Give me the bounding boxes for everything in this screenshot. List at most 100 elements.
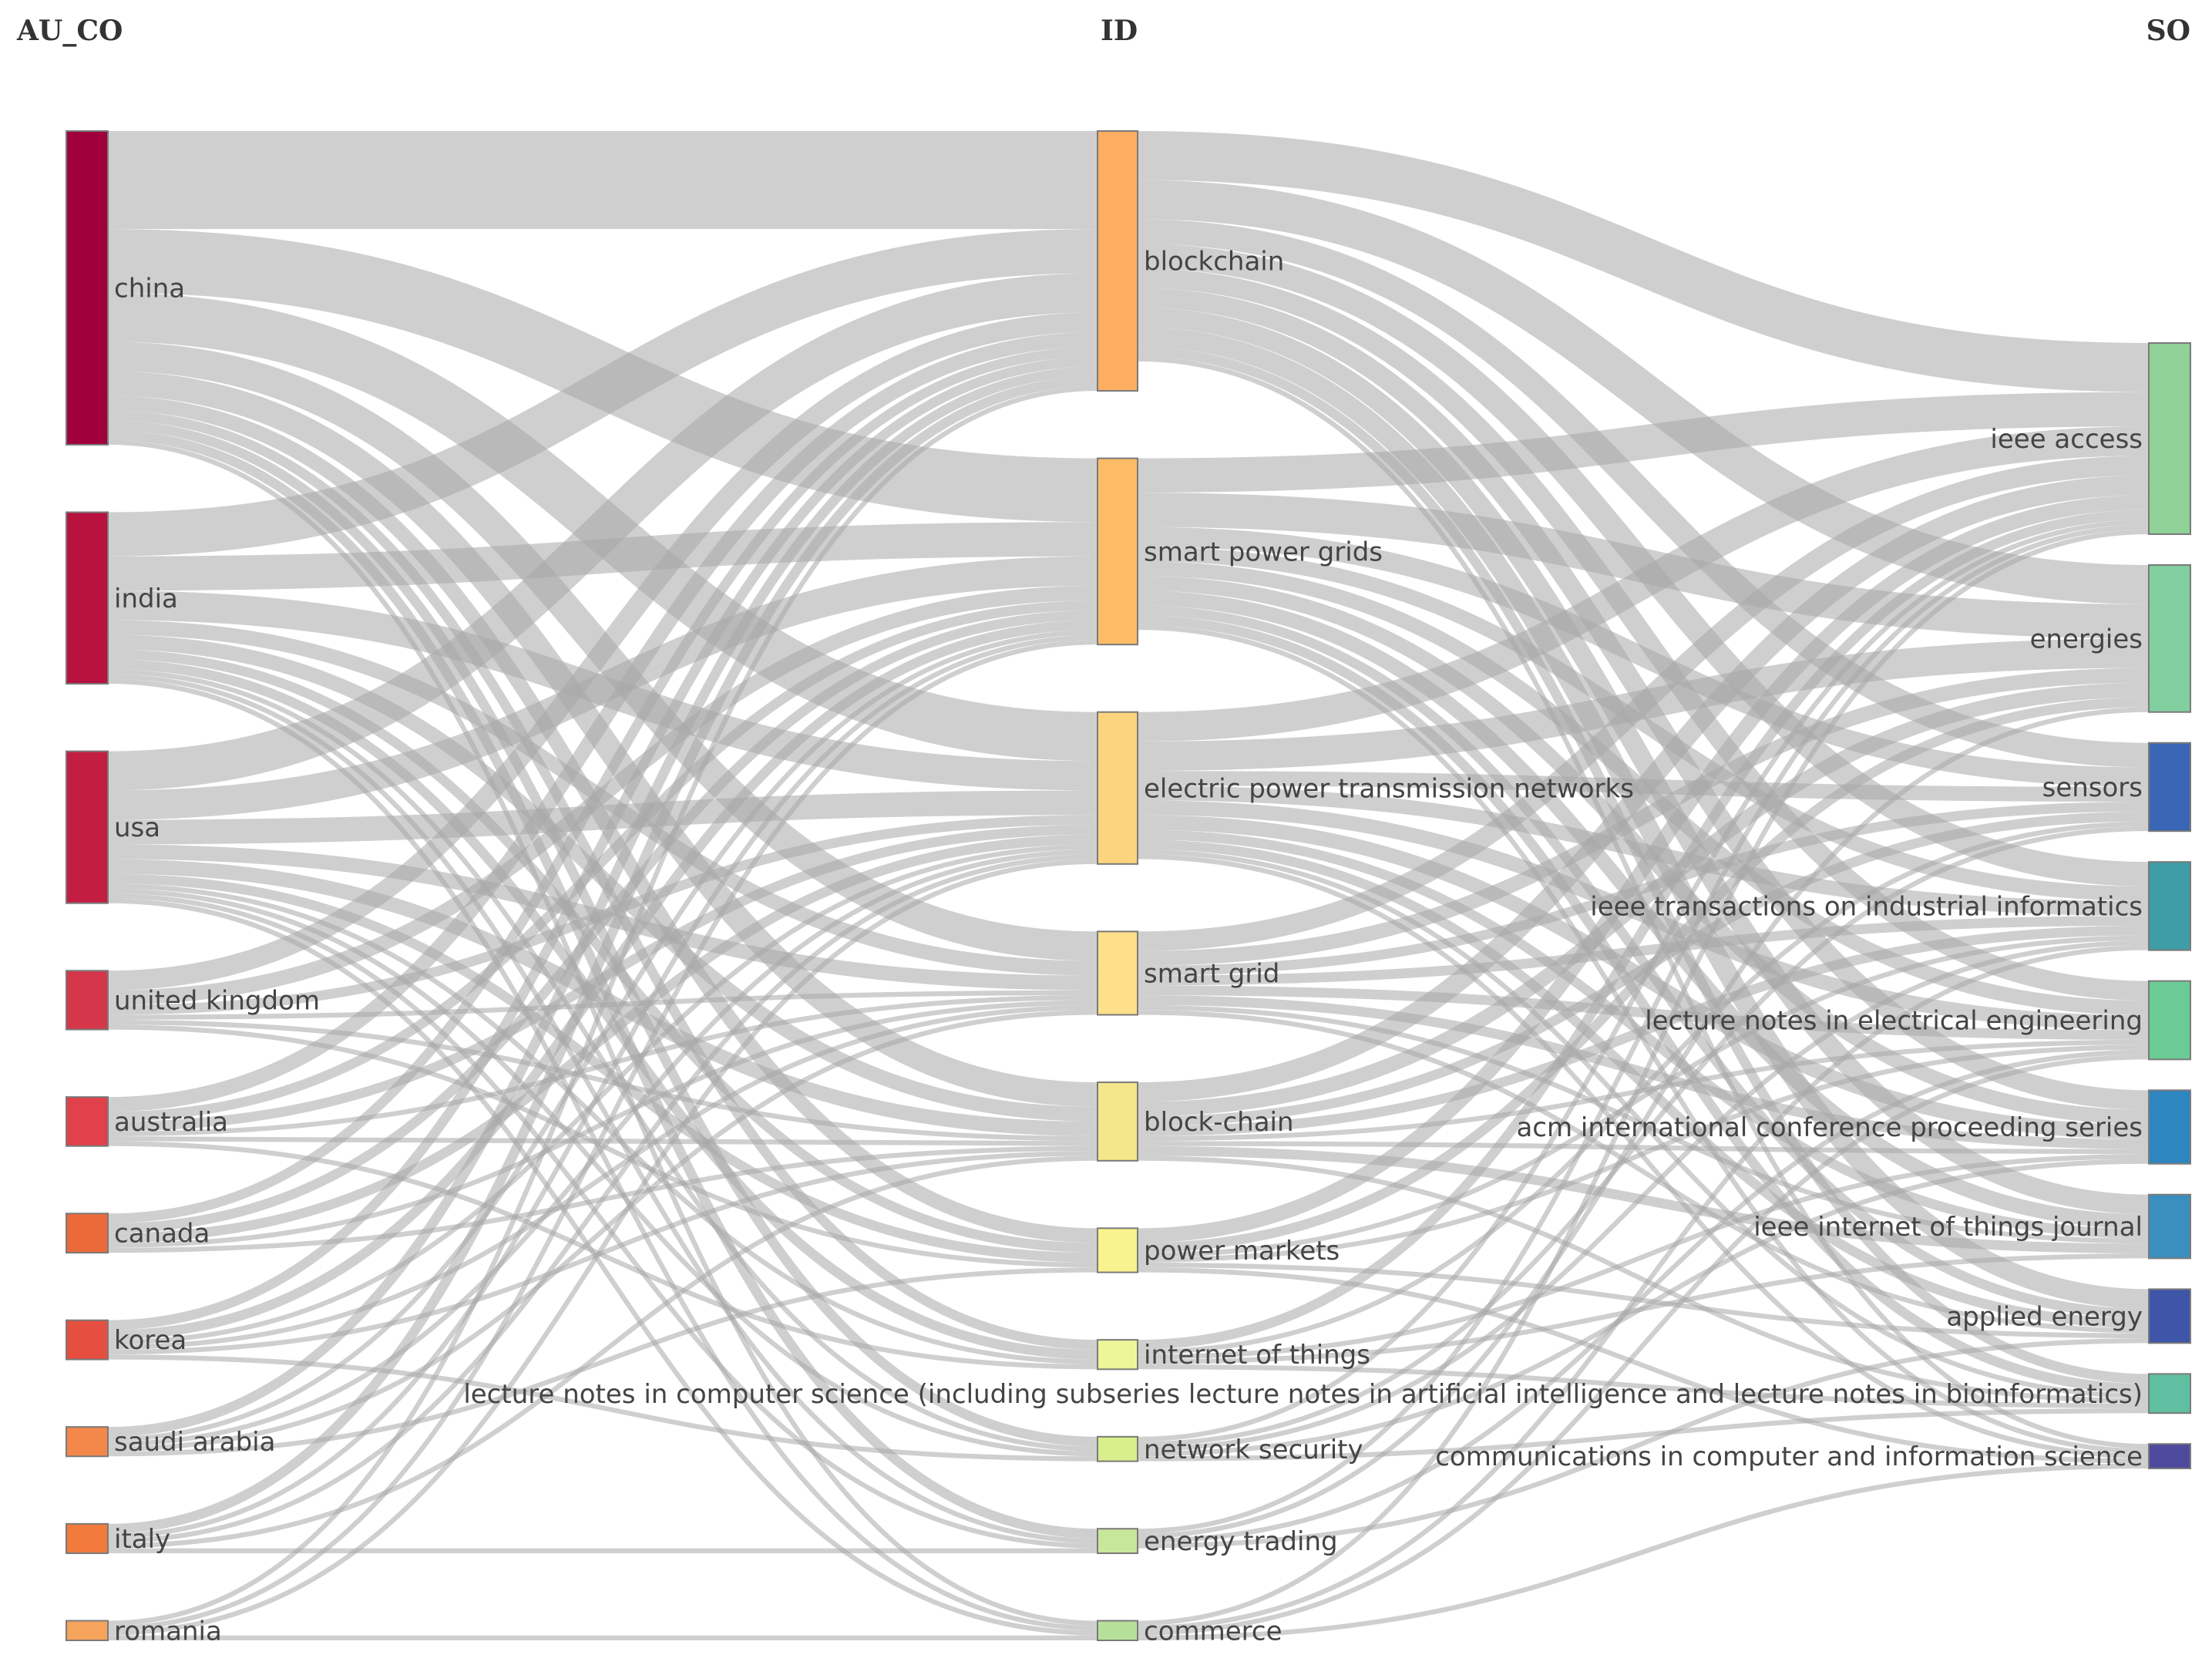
node-commerce[interactable] [1097, 1620, 1138, 1641]
link-australia-to-smart-grid [107, 995, 1098, 1137]
node-italy[interactable] [66, 1522, 109, 1555]
link-block-chain-to-acm-icps [1137, 1141, 2150, 1155]
link-smart-power-grids-to-ieee-access [1137, 392, 2150, 493]
node-sensors[interactable] [2148, 742, 2191, 833]
link-australia-to-blockchain [107, 331, 1098, 1112]
node-lncs[interactable] [2148, 1373, 2191, 1414]
link-italy-to-electric-power-transmission-networks [107, 854, 1098, 1544]
link-power-markets-to-energies [1137, 697, 2150, 1253]
link-network-security-to-ieee-access [1137, 519, 2150, 1442]
node-label-internet-of-things: internet of things [1144, 1340, 1370, 1371]
link-saudi-arabia-to-electric-power-transmission-networks [107, 849, 1098, 1447]
node-block-chain[interactable] [1097, 1081, 1138, 1162]
node-power-markets[interactable] [1097, 1227, 1138, 1273]
node-label-acm-icps: acm international conference proceeding … [1516, 1112, 2143, 1143]
link-internet-of-things-to-ieee-access [1137, 510, 2150, 1350]
link-network-security-to-lncs [1137, 1408, 2150, 1462]
column-title-au-co: AU_CO [16, 15, 123, 47]
node-label-saudi-arabia: saudi arabia [114, 1427, 275, 1458]
link-canada-to-smart-grid [107, 1000, 1098, 1248]
node-label-ieee-tii: ieee transactions on industrial informat… [1590, 891, 2143, 922]
node-ccis[interactable] [2148, 1443, 2191, 1470]
node-label-blockchain: blockchain [1144, 246, 1284, 277]
node-china[interactable] [66, 130, 109, 446]
node-australia[interactable] [66, 1096, 109, 1147]
node-canada[interactable] [66, 1213, 109, 1254]
column-title-id: ID [1101, 15, 1138, 47]
link-korea-to-block-chain [107, 1151, 1098, 1355]
link-saudi-arabia-to-smart-grid [107, 1010, 1098, 1451]
node-romania[interactable] [66, 1620, 109, 1641]
link-italy-to-block-chain [107, 1155, 1098, 1549]
node-label-korea: korea [114, 1325, 187, 1356]
link-power-markets-to-ccis [1137, 1267, 2150, 1464]
link-electric-power-transmission-networks-to-ieee-tii [1137, 785, 2150, 917]
node-label-block-chain: block-chain [1144, 1107, 1294, 1138]
link-canada-to-smart-power-grids [107, 610, 1098, 1233]
node-label-ieee-iot-journal: ieee internet of things journal [1753, 1212, 2143, 1243]
node-lnee[interactable] [2148, 980, 2191, 1061]
node-ieee-iot-journal[interactable] [2148, 1193, 2191, 1260]
node-label-network-security: network security [1144, 1435, 1363, 1465]
node-label-electric-power-transmission-networks: electric power transmission networks [1144, 773, 1634, 804]
link-power-markets-to-lnee [1137, 1044, 2150, 1263]
link-electric-power-transmission-networks-to-ccis [1137, 854, 2150, 1459]
link-smart-grid-to-ieee-access [1137, 456, 2150, 951]
link-electric-power-transmission-networks-to-ieee-access [1137, 426, 2150, 742]
link-italy-to-blockchain [107, 375, 1098, 1534]
link-internet-of-things-to-lncs [1137, 1364, 2150, 1408]
link-power-markets-to-ieee-access [1137, 495, 2150, 1243]
link-energy-trading-to-lnee [1137, 1049, 2150, 1544]
link-romania-to-smart-power-grids [107, 639, 1098, 1631]
node-energy-trading[interactable] [1097, 1528, 1138, 1555]
node-korea[interactable] [66, 1319, 109, 1361]
link-korea-to-smart-power-grids [107, 620, 1098, 1340]
link-network-security-to-sensors [1137, 826, 2150, 1447]
node-ieee-access[interactable] [2148, 342, 2191, 535]
node-label-smart-power-grids: smart power grids [1144, 537, 1383, 567]
links-layer [107, 130, 2150, 1640]
link-usa-to-smart-power-grids [107, 556, 1098, 820]
node-label-lncs: lecture notes in computer science (inclu… [463, 1379, 2143, 1410]
node-acm-icps[interactable] [2148, 1089, 2191, 1165]
node-blockchain[interactable] [1097, 130, 1138, 392]
link-smart-grid-to-lnee [1137, 985, 2150, 1040]
node-ieee-tii[interactable] [2148, 861, 2191, 951]
link-saudi-arabia-to-power-markets [107, 1267, 1098, 1457]
link-smart-grid-to-applied-energy [1137, 1010, 2150, 1334]
link-commerce-to-ccis [1137, 1463, 2150, 1640]
node-smart-power-grids[interactable] [1097, 457, 1138, 646]
node-applied-energy[interactable] [2148, 1288, 2191, 1344]
node-energies[interactable] [2148, 563, 2191, 713]
node-label-power-markets: power markets [1144, 1236, 1340, 1266]
column-titles: AU_CO ID SO [16, 15, 2190, 47]
link-saudi-arabia-to-smart-power-grids [107, 630, 1098, 1442]
link-romania-to-blockchain [107, 385, 1098, 1626]
link-smart-power-grids-to-ieee-tii [1137, 547, 2150, 902]
node-label-sensors: sensors [2042, 772, 2143, 803]
link-smart-power-grids-to-applied-energy [1137, 605, 2150, 1319]
node-saudi-arabia[interactable] [66, 1426, 109, 1458]
link-india-to-block-chain [107, 634, 1098, 1122]
link-italy-to-smart-power-grids [107, 634, 1098, 1539]
node-label-romania: romania [114, 1616, 222, 1647]
link-usa-to-network-security [107, 888, 1098, 1457]
link-power-markets-to-applied-energy [1137, 1262, 2150, 1338]
node-smart-grid[interactable] [1097, 930, 1138, 1016]
node-india[interactable] [66, 511, 109, 685]
node-label-applied-energy: applied energy [1946, 1301, 2143, 1332]
node-network-security[interactable] [1097, 1435, 1138, 1462]
node-united-kingdom[interactable] [66, 970, 109, 1031]
node-label-canada: canada [114, 1219, 210, 1250]
node-label-smart-grid: smart grid [1144, 958, 1279, 989]
node-electric-power-transmission-networks[interactable] [1097, 711, 1138, 865]
link-korea-to-smart-grid [107, 1004, 1098, 1350]
node-internet-of-things[interactable] [1097, 1339, 1138, 1371]
link-smart-grid-to-energies [1137, 668, 2150, 966]
node-label-india: india [114, 584, 178, 614]
node-usa[interactable] [66, 750, 109, 904]
link-network-security-to-ieee-tii [1137, 940, 2150, 1451]
link-smart-power-grids-to-energies [1137, 493, 2150, 639]
link-smart-power-grids-to-lncs [1137, 615, 2150, 1394]
